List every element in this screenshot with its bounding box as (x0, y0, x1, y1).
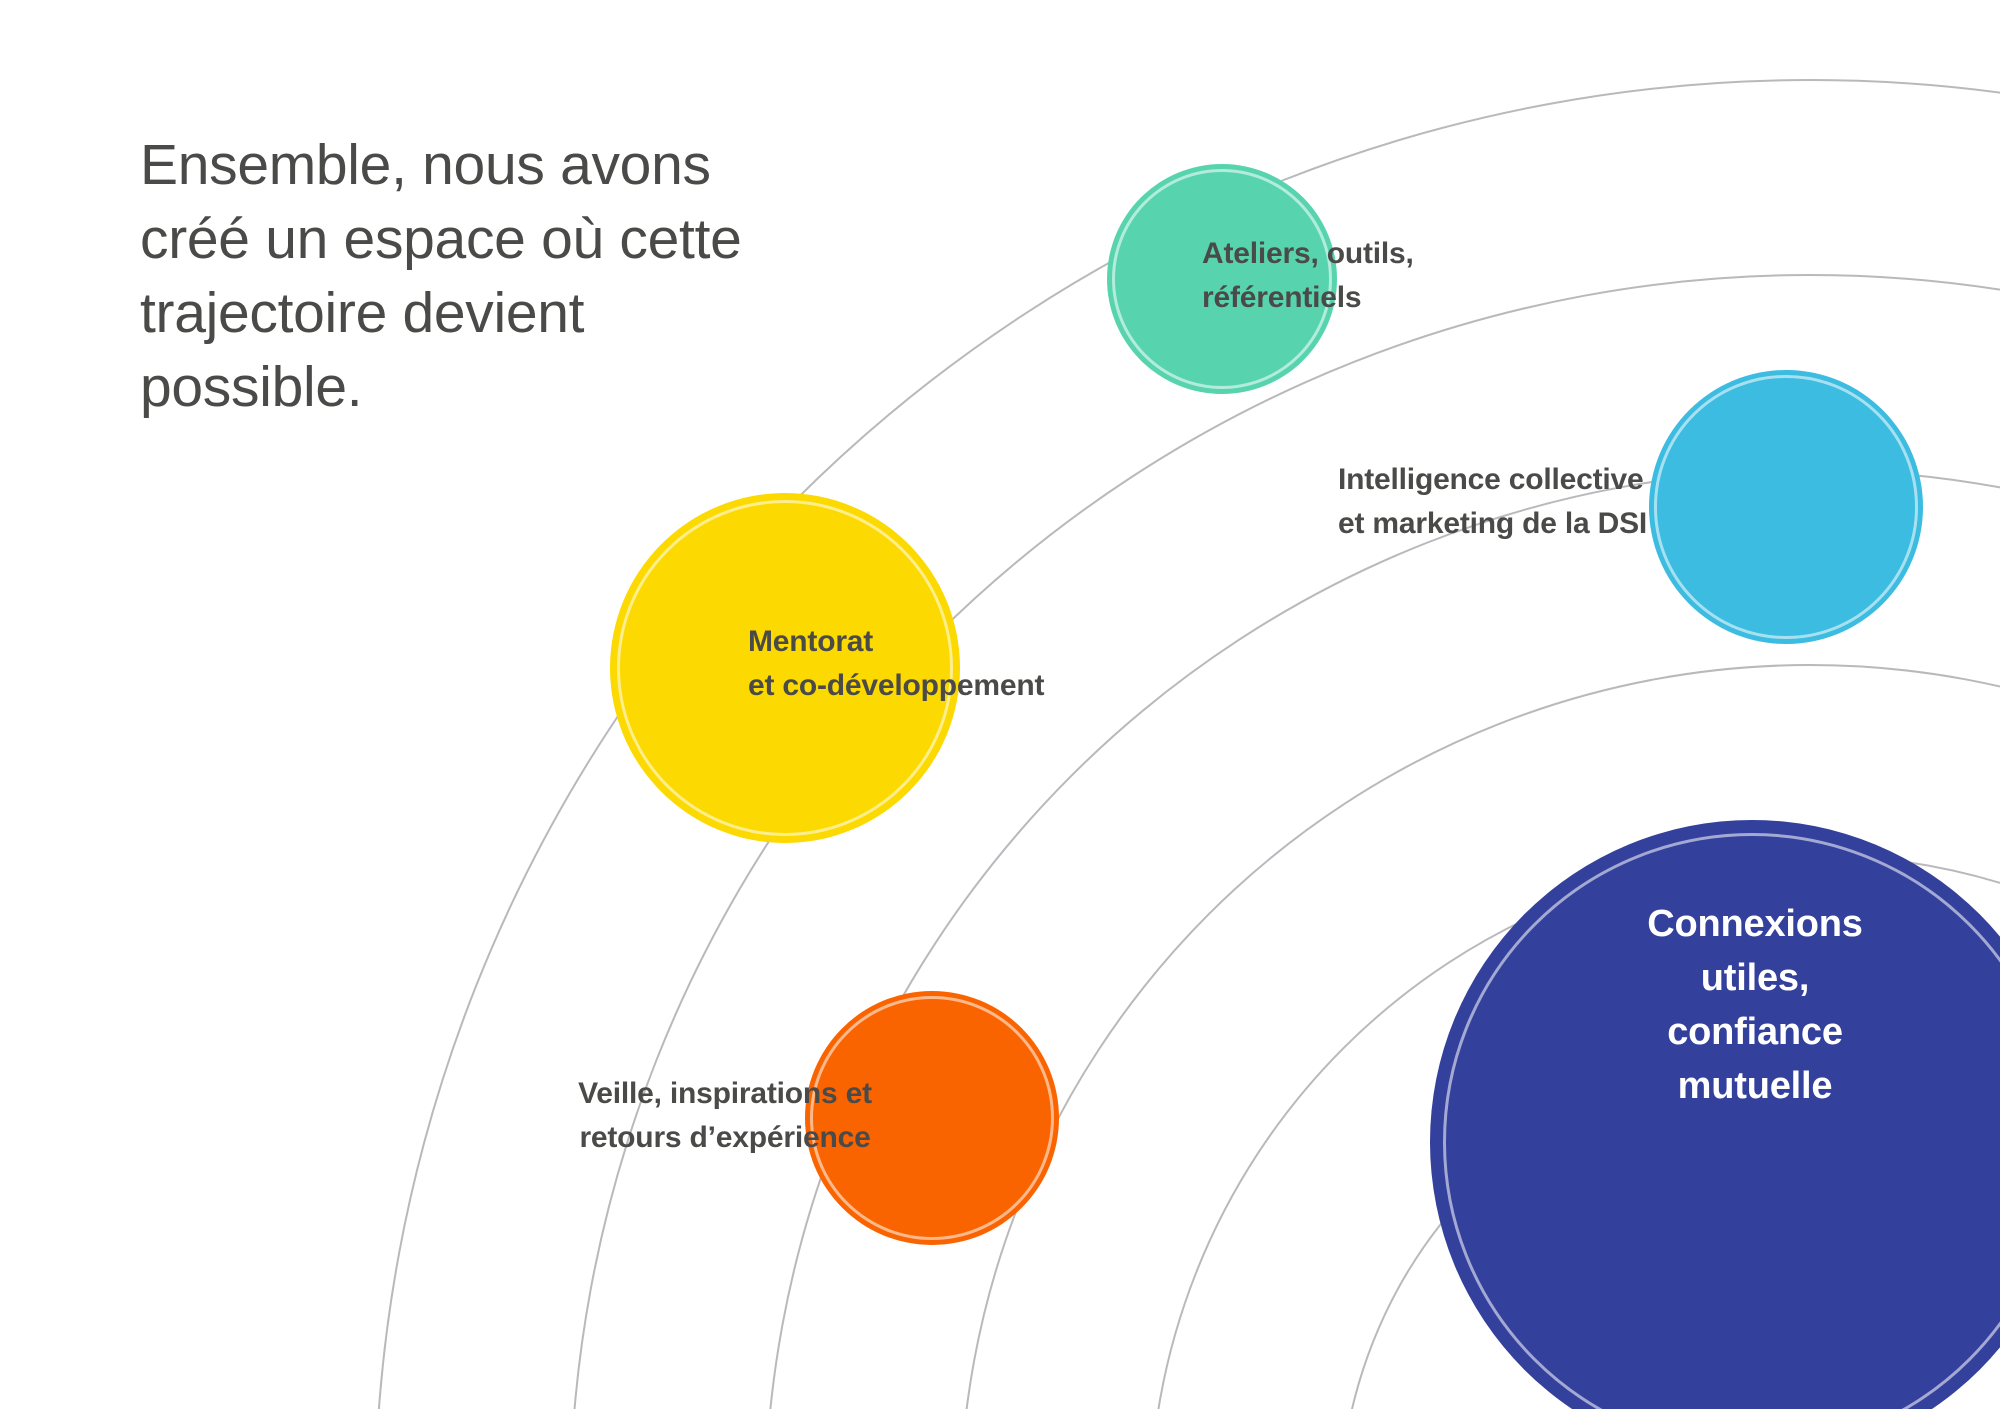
node-label-mentorat: Mentorat et co-développement (748, 625, 1045, 702)
node-circle-veille[interactable] (805, 991, 1059, 1245)
node-label-ateliers: Ateliers, outils, référentiels (1202, 237, 1414, 314)
node-circle-intelligence-collective[interactable] (1649, 370, 1923, 644)
node-circle-ateliers[interactable] (1107, 164, 1337, 394)
node-label-connexions: Connexions utiles, confiance mutuelle (1647, 903, 1863, 1107)
node-label-veille: Veille, inspirations et retours d’expéri… (578, 1077, 872, 1154)
node-circle-connexions[interactable] (1430, 820, 2000, 1409)
node-label-intelligence-collective: Intelligence collective et marketing de … (1338, 463, 1648, 540)
node-circle-mentorat[interactable] (610, 493, 960, 843)
page-title: Ensemble, nous avons créé un espace où c… (140, 133, 742, 420)
